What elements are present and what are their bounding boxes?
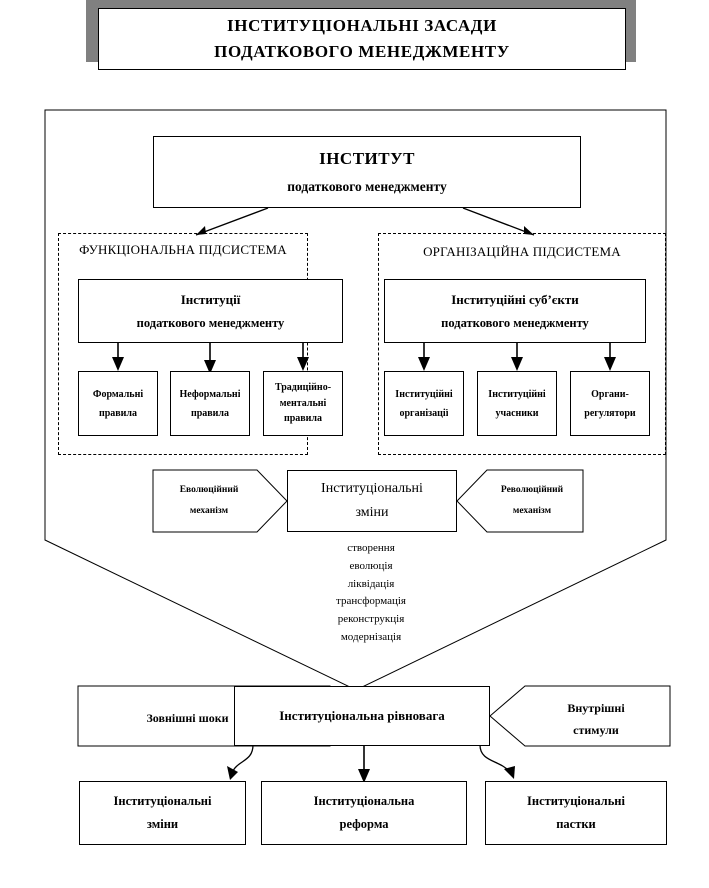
process-item: ліквідація bbox=[347, 577, 395, 590]
regulatory-bodies-line-2: регулятори bbox=[584, 407, 636, 419]
evolutionary-mechanism-line-1: Еволюційний bbox=[179, 485, 239, 495]
institutional-equilibrium-line-1: Інституціональна рівновага bbox=[279, 708, 445, 723]
informal-rules-box: Неформальні правила bbox=[170, 371, 250, 436]
external-shocks-line-1: Зовнішні шоки bbox=[146, 711, 229, 725]
outcome-2-line-1: Інституціональна bbox=[313, 793, 415, 808]
outcome-3-line-1: Інституціональні bbox=[527, 793, 625, 808]
outcome-institutional-traps-box: Інституціональні пастки bbox=[485, 781, 667, 845]
formal-rules-line-2: правила bbox=[98, 407, 138, 419]
institute-line-2: податкового менеджменту bbox=[287, 179, 447, 194]
evolutionary-mechanism-line-2: механізм bbox=[189, 506, 229, 516]
organizational-header-line-1: Інституційні суб’єкти bbox=[451, 291, 579, 307]
institutional-processes-list: створення еволюція ліквідація трансформа… bbox=[281, 540, 461, 647]
functional-header-line-1: Інституції bbox=[180, 291, 241, 307]
title-line-1: ІНСТИТУЦІОНАЛЬНІ ЗАСАДИ bbox=[227, 16, 497, 35]
traditional-mental-rules-line-2: ментальні bbox=[279, 397, 327, 409]
external-shocks-label: Зовнішні шоки bbox=[80, 708, 295, 730]
outcome-1-line-1: Інституціональні bbox=[113, 793, 212, 808]
regulatory-bodies-box: Органи- регулятори bbox=[570, 371, 650, 436]
process-item: еволюція bbox=[349, 559, 393, 572]
institutional-participants-box: Інституційні учасники bbox=[477, 371, 557, 436]
revolutionary-mechanism-label: Революційний механізм bbox=[480, 479, 584, 521]
revolutionary-mechanism-line-1: Революційний bbox=[500, 485, 564, 495]
functional-header-box: Інституції податкового менеджменту bbox=[78, 279, 343, 343]
internal-stimuli-line-2: стимули bbox=[573, 722, 619, 737]
title-line-2: ПОДАТКОВОГО МЕНЕДЖМЕНТУ bbox=[214, 42, 510, 61]
formal-rules-box: Формальні правила bbox=[78, 371, 158, 436]
organizational-subsystem-label: ОРГАНІЗАЦІЙНА ПІДСИСТЕМА bbox=[423, 244, 621, 259]
institutional-changes-box: Інституціональні зміни bbox=[287, 470, 457, 532]
functional-subsystem-container bbox=[58, 233, 308, 455]
outcome-2-line-2: реформа bbox=[339, 817, 389, 831]
informal-rules-line-1: Неформальні bbox=[179, 388, 241, 400]
institutional-changes-line-2: зміни bbox=[355, 505, 389, 520]
revolutionary-mechanism-line-2: механізм bbox=[512, 506, 552, 516]
title-box: ІНСТИТУЦІОНАЛЬНІ ЗАСАДИ ПОДАТКОВОГО МЕНЕ… bbox=[98, 8, 626, 70]
outcome-3-line-2: пастки bbox=[556, 817, 596, 831]
institutional-participants-line-2: учасники bbox=[495, 407, 539, 419]
functional-subsystem-label: ФУНКЦІОНАЛЬНА ПІДСИСТЕМА bbox=[79, 242, 287, 257]
institute-box: ІНСТИТУТ податкового менеджменту bbox=[153, 136, 581, 208]
process-item: модернізація bbox=[340, 631, 402, 644]
outcome-1-line-2: зміни bbox=[146, 817, 179, 831]
institutional-equilibrium-box: Інституціональна рівновага bbox=[234, 686, 490, 746]
traditional-mental-rules-line-3: правила bbox=[283, 413, 323, 425]
traditional-mental-rules-line-1: Традиційно- bbox=[274, 382, 332, 394]
functional-header-line-2: податкового менеджменту bbox=[136, 315, 285, 330]
process-item: трансформація bbox=[336, 595, 406, 608]
regulatory-bodies-line-1: Органи- bbox=[591, 388, 629, 400]
institutional-organizations-line-2: організації bbox=[399, 407, 449, 419]
informal-rules-line-2: правила bbox=[190, 407, 230, 419]
internal-stimuli-line-1: Внутрішні bbox=[567, 701, 625, 715]
process-item: створення bbox=[347, 542, 395, 554]
traditional-mental-rules-box: Традиційно- ментальні правила bbox=[263, 371, 343, 436]
organizational-header-line-2: податкового менеджменту bbox=[441, 315, 589, 330]
institutional-participants-line-1: Інституційні bbox=[488, 388, 546, 400]
institute-line-1: ІНСТИТУТ bbox=[319, 149, 415, 168]
institutional-organizations-line-1: Інституційні bbox=[395, 388, 453, 400]
institutional-changes-line-1: Інституціональні bbox=[321, 481, 423, 496]
institutional-organizations-box: Інституційні організації bbox=[384, 371, 464, 436]
organizational-subsystem-container bbox=[378, 233, 666, 455]
outcome-institutional-reform-box: Інституціональна реформа bbox=[261, 781, 467, 845]
evolutionary-mechanism-label: Еволюційний механізм bbox=[155, 479, 263, 521]
formal-rules-line-1: Формальні bbox=[92, 388, 144, 400]
organizational-header-box: Інституційні суб’єкти податкового менедж… bbox=[384, 279, 646, 343]
internal-stimuli-label: Внутрішні стимули bbox=[527, 698, 665, 741]
outcome-institutional-changes-box: Інституціональні зміни bbox=[79, 781, 246, 845]
process-item: реконструкція bbox=[337, 613, 405, 626]
